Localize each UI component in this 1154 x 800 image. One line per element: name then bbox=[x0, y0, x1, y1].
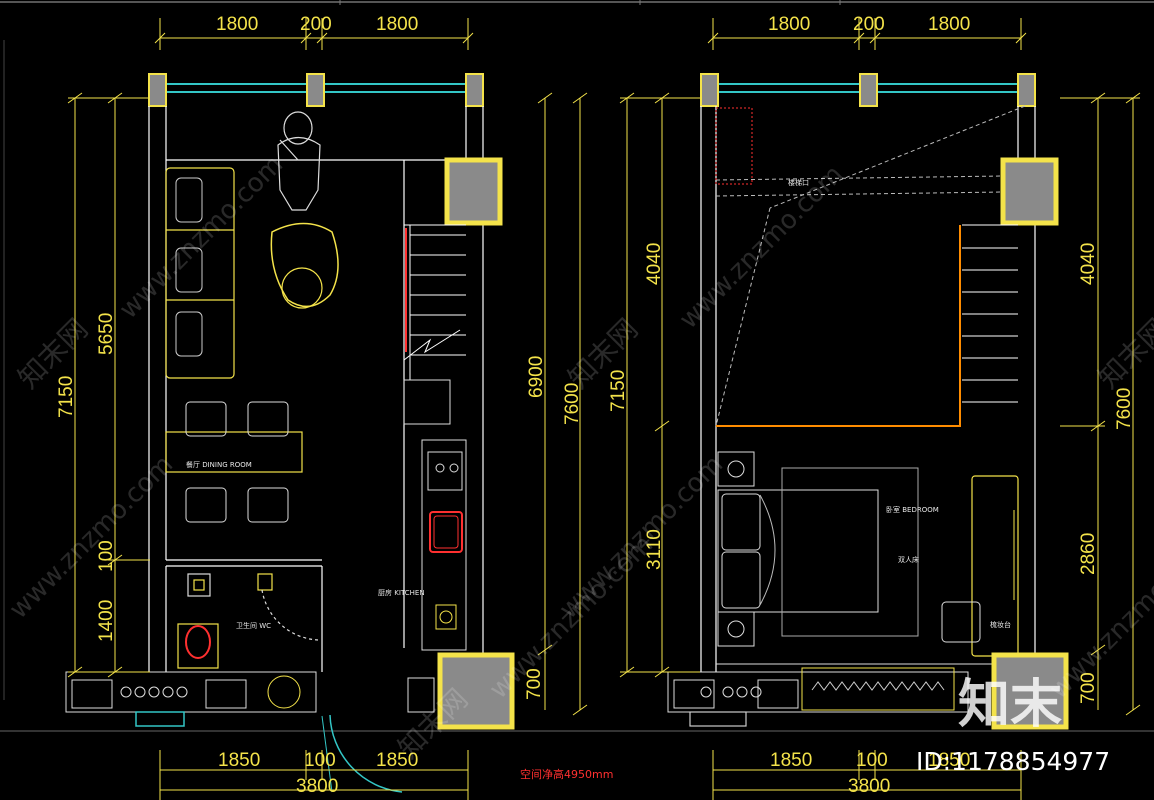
left-column-bottom bbox=[437, 652, 515, 730]
right-top-dim-3: 1800 bbox=[928, 14, 970, 35]
right-bottom-dim-3: 1850 bbox=[928, 750, 970, 771]
label-wc: 卫生间 WC bbox=[236, 621, 271, 630]
double-height-void bbox=[715, 105, 1026, 427]
right-top-dimension bbox=[707, 18, 1027, 50]
right-column-top-1 bbox=[700, 73, 719, 107]
label-bed: 双人床 bbox=[898, 555, 919, 564]
left-column-top-1 bbox=[148, 73, 167, 107]
right-top-dim-1: 1800 bbox=[768, 14, 810, 35]
right-dim-7600: 7600 bbox=[1114, 388, 1135, 430]
left-top-dim-2: 200 bbox=[300, 14, 332, 35]
right-dim-2860: 2860 bbox=[1078, 533, 1099, 575]
label-kitchen: 厨房 KITCHEN bbox=[378, 588, 425, 597]
left-bottom-window bbox=[135, 711, 185, 727]
vanity-chair bbox=[941, 601, 981, 643]
left-dim-1400: 1400 bbox=[96, 600, 117, 642]
left-bottom-dim-1: 1850 bbox=[218, 750, 260, 771]
label-upper: 楼梯口 bbox=[788, 178, 809, 187]
right-top-dim-2: 200 bbox=[853, 14, 885, 35]
ceiling-height-note: 空间净高4950mm bbox=[520, 767, 613, 781]
label-dining-room: 餐厅 DINING ROOM bbox=[186, 460, 252, 469]
left-dim-6900: 6900 bbox=[526, 356, 547, 398]
left-dim-5650: 5650 bbox=[96, 313, 117, 355]
left-top-dim-3: 1800 bbox=[376, 14, 418, 35]
left-column-top-3 bbox=[465, 73, 484, 107]
sofa bbox=[165, 167, 235, 379]
wc-fixtures bbox=[177, 573, 319, 669]
label-desk: 梳妆台 bbox=[990, 620, 1011, 629]
right-plan-left-dimensions bbox=[619, 92, 700, 678]
right-column-bottom bbox=[991, 652, 1069, 730]
kitchen-sink bbox=[429, 511, 463, 553]
upper-shelf bbox=[715, 107, 753, 185]
kitchen-sink-inner bbox=[433, 515, 459, 549]
person-figure bbox=[277, 111, 321, 211]
brand-logo-text: 知末 bbox=[958, 675, 1062, 735]
right-bottom-window bbox=[689, 711, 747, 727]
left-vertical-dimensions bbox=[67, 92, 150, 678]
left-dim-7150: 7150 bbox=[56, 376, 77, 418]
right-dim-7150: 7150 bbox=[608, 370, 629, 412]
right-bottom-dim-1: 1850 bbox=[770, 750, 812, 771]
right-bottom-total: 3800 bbox=[848, 776, 890, 797]
right-column-top-3 bbox=[1017, 73, 1036, 107]
left-dim-700: 700 bbox=[524, 668, 545, 700]
right-bottom-cabinets bbox=[667, 663, 1018, 713]
side-table bbox=[281, 267, 323, 309]
left-bottom-dimension bbox=[159, 750, 469, 800]
watermark-id: ID:1178854977 bbox=[916, 747, 1110, 776]
right-dim-700: 700 bbox=[1078, 672, 1099, 704]
left-bottom-dim-3: 1850 bbox=[376, 750, 418, 771]
left-column-mid bbox=[444, 157, 503, 226]
left-bottom-cabinets bbox=[65, 671, 317, 713]
kitchen-counter bbox=[403, 379, 467, 651]
left-bottom-dim-2: 100 bbox=[304, 750, 336, 771]
right-dim-4040-left: 4040 bbox=[644, 243, 665, 285]
left-stair bbox=[403, 224, 466, 380]
right-plan-right-dimensions bbox=[1060, 92, 1141, 716]
left-top-dimension bbox=[154, 18, 474, 50]
left-dim-7600: 7600 bbox=[562, 383, 583, 425]
right-stair bbox=[962, 224, 1018, 403]
right-column-top-2 bbox=[859, 73, 878, 107]
nightstands bbox=[717, 451, 755, 647]
right-floor-plan: 1800 200 1800 楼梯口 bbox=[608, 14, 1141, 800]
left-window-glass bbox=[166, 83, 466, 93]
right-window-glass bbox=[718, 83, 1018, 93]
right-dim-4040-right: 4040 bbox=[1078, 243, 1099, 285]
top-toolbar-strip bbox=[0, 0, 1154, 5]
right-stair-orange-edge bbox=[716, 225, 961, 427]
dining-chairs bbox=[185, 401, 289, 523]
left-floor-plan: 1800 200 1800 bbox=[56, 14, 588, 800]
label-bedroom: 卧室 BEDROOM bbox=[886, 505, 939, 514]
left-plan-right-dimensions bbox=[537, 92, 588, 716]
bed bbox=[717, 467, 919, 637]
left-column-top-2 bbox=[306, 73, 325, 107]
sofa-cushions bbox=[175, 177, 203, 357]
left-bottom-total: 3800 bbox=[296, 776, 338, 797]
left-dim-100: 100 bbox=[96, 540, 117, 572]
right-bottom-dim-2: 100 bbox=[856, 750, 888, 771]
right-dim-3110: 3110 bbox=[644, 529, 665, 570]
dining-table bbox=[165, 431, 303, 473]
entry-door-swing bbox=[329, 714, 403, 793]
left-top-dim-1: 1800 bbox=[216, 14, 258, 35]
right-bottom-dimension bbox=[712, 750, 1022, 800]
right-column-mid bbox=[1000, 157, 1059, 226]
coffee-table bbox=[270, 222, 339, 308]
